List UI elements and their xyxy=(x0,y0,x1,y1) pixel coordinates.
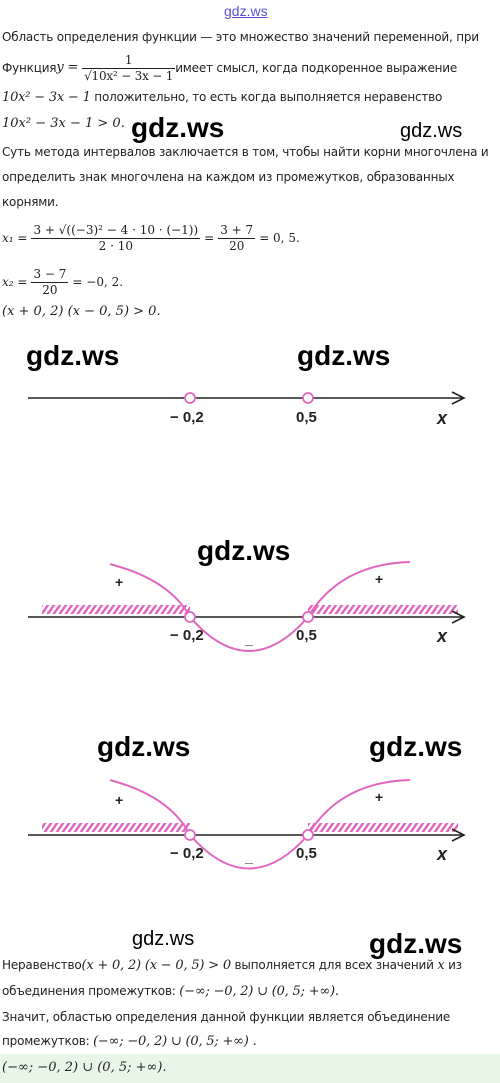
text-line-4: 10x² − 3x − 1 > 0. xyxy=(2,116,125,131)
label-point-right: 0,5 xyxy=(296,845,317,862)
open-point-left xyxy=(184,392,196,404)
hatch-right xyxy=(308,823,458,832)
watermark: gdz.ws xyxy=(132,928,195,950)
conclusion1-prefix: Неравенство xyxy=(2,958,82,972)
site-link[interactable]: gdz.ws xyxy=(224,3,268,19)
sign-plus-right: + xyxy=(375,571,383,587)
x1-denominator-2: 20 xyxy=(229,238,245,253)
hatch-left xyxy=(42,823,190,832)
line2-fraction: 1 √10x² − 3x − 1 xyxy=(82,53,176,84)
x2-formula: x₂ = 3 − 7 20 = −0, 2. xyxy=(2,264,123,300)
label-point-right: 0,5 xyxy=(296,409,317,426)
conclusion-line-4: промежутков: (−∞; −0, 2) ∪ (0, 5; +∞) . xyxy=(2,1034,257,1049)
line3-math: 10x² − 3x − 1 xyxy=(2,90,91,105)
label-point-right: 0,5 xyxy=(296,627,317,644)
sign-plus-left: + xyxy=(115,574,123,590)
watermark: gdz.ws xyxy=(26,340,120,371)
watermark: gdz.ws xyxy=(97,731,191,762)
text-line-7: корнями. xyxy=(2,195,59,209)
number-line-signs-2: + _ + − 0,2 0,5 x xyxy=(28,779,466,870)
x1-label: x₁ = xyxy=(2,231,28,245)
label-axis-x: x xyxy=(436,408,448,428)
sign-plus-left: + xyxy=(115,792,123,808)
watermark: gdz.ws xyxy=(131,112,225,143)
sign-plus-right: + xyxy=(375,789,383,805)
conclusion1-x: x xyxy=(437,958,445,973)
watermark: gdz.ws xyxy=(297,340,391,371)
conclusion1-math: (x + 0, 2) (x − 0, 5) > 0 xyxy=(81,958,231,973)
curve-right xyxy=(307,779,411,836)
x2-label: x₂ = xyxy=(2,275,28,289)
conclusion-line-3: Значит, областью определения данной функ… xyxy=(2,1010,451,1024)
number-line-points: − 0,2 0,5 x xyxy=(28,391,466,428)
open-point-left xyxy=(184,611,196,623)
factored-inequality: (x + 0, 2) (x − 0, 5) > 0. xyxy=(2,304,161,319)
open-point-left xyxy=(184,829,196,841)
x1-equals: = xyxy=(204,231,215,245)
label-point-left: − 0,2 xyxy=(170,409,204,426)
fraction-denominator: √10x² − 3x − 1 xyxy=(84,68,174,83)
watermark: gdz.ws xyxy=(400,120,463,142)
label-axis-x: x xyxy=(436,626,448,646)
open-point-right xyxy=(302,392,314,404)
conclusion4-text: промежутков: xyxy=(2,1034,94,1048)
curve-right xyxy=(307,561,411,618)
x1-fraction-2: 3 + 7 20 xyxy=(218,222,256,254)
conclusion2-text: объединения промежутков: xyxy=(2,984,180,998)
line3-text: положительно, то есть когда выполняется … xyxy=(90,90,443,104)
number-line-signs-1: + _ + − 0,2 0,5 x xyxy=(28,561,466,652)
curve-middle xyxy=(189,616,309,652)
line2-y: y = xyxy=(56,60,79,75)
x1-numerator: 3 + √((−3)² − 4 · 10 · (−1)) xyxy=(31,222,201,239)
x2-denominator: 20 xyxy=(42,282,58,297)
conclusion2-math: (−∞; −0, 2) ∪ (0, 5; +∞). xyxy=(179,984,339,999)
x1-numerator-2: 3 + 7 xyxy=(218,222,256,239)
text-line-3: 10x² − 3x − 1 положительно, то есть когд… xyxy=(2,90,442,105)
open-point-right xyxy=(302,829,314,841)
hatch-left xyxy=(42,605,190,614)
conclusion1-end: из xyxy=(444,958,462,972)
curve-left xyxy=(109,779,191,836)
conclusion4-math: (−∞; −0, 2) ∪ (0, 5; +∞) . xyxy=(93,1034,257,1049)
conclusion-line-2: объединения промежутков: (−∞; −0, 2) ∪ (… xyxy=(2,984,339,999)
hatch-right xyxy=(308,605,458,614)
conclusion1-text: выполняется для всех значений xyxy=(230,958,438,972)
sign-minus: _ xyxy=(244,631,253,647)
open-point-right xyxy=(302,611,314,623)
label-point-left: − 0,2 xyxy=(170,627,204,644)
axis-arrow xyxy=(451,828,466,842)
text-line-1: Область определения функции — это множес… xyxy=(2,30,479,44)
x1-fraction: 3 + √((−3)² − 4 · 10 · (−1)) 2 · 10 xyxy=(31,222,201,254)
sign-minus: _ xyxy=(244,849,253,865)
answer-text: (−∞; −0, 2) ∪ (0, 5; +∞). xyxy=(2,1060,167,1075)
x2-result: = −0, 2. xyxy=(72,275,124,289)
watermark: gdz.ws xyxy=(369,928,463,959)
watermark: gdz.ws xyxy=(369,731,463,762)
text-line-2: Функция y = 1 √10x² − 3x − 1 имеет смысл… xyxy=(2,50,457,86)
line2-prefix: Функция xyxy=(2,61,57,75)
axis-arrow xyxy=(451,391,466,405)
curve-left xyxy=(109,563,191,618)
conclusion-line-1: Неравенство(x + 0, 2) (x − 0, 5) > 0 вып… xyxy=(2,958,462,973)
x2-numerator: 3 − 7 xyxy=(31,266,69,283)
text-line-6: определить знак многочлена на каждом из … xyxy=(2,170,455,184)
curve-middle xyxy=(189,834,309,870)
label-point-left: − 0,2 xyxy=(170,845,204,862)
x1-formula: x₁ = 3 + √((−3)² − 4 · 10 · (−1)) 2 · 10… xyxy=(2,218,300,258)
text-line-5: Суть метода интервалов заключается в том… xyxy=(2,145,489,159)
fraction-numerator: 1 xyxy=(82,53,176,69)
x1-result: = 0, 5. xyxy=(259,231,300,245)
line2-suffix: имеет смысл, когда подкоренное выражение xyxy=(175,61,458,75)
watermark: gdz.ws xyxy=(197,535,291,566)
answer-box: (−∞; −0, 2) ∪ (0, 5; +∞). xyxy=(0,1054,500,1083)
label-axis-x: x xyxy=(436,844,448,864)
x2-fraction: 3 − 7 20 xyxy=(31,266,69,298)
axis-arrow xyxy=(451,610,466,624)
x1-denominator: 2 · 10 xyxy=(98,238,133,253)
